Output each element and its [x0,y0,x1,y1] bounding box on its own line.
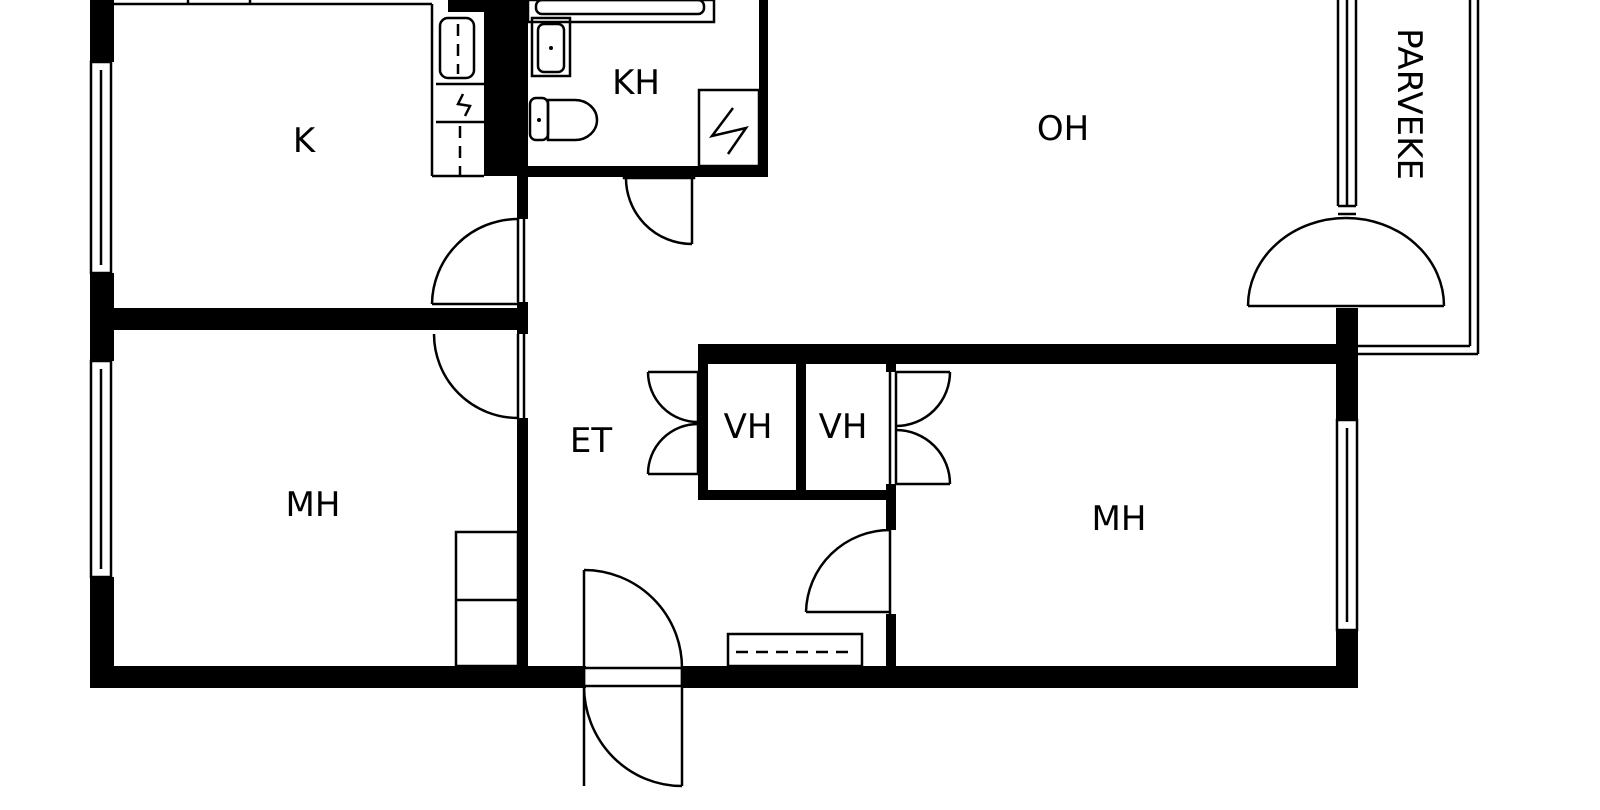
room-label-bedroom-right: MH [1092,499,1147,539]
room-label-balcony: PARVEKE [1389,28,1429,180]
stove-icon [456,93,472,117]
toilet-icon [528,96,599,142]
kitchen-fixtures [114,0,484,178]
doors [430,168,1446,788]
room-label-hall: ET [570,421,612,461]
room-label-closet-2: VH [819,407,868,447]
electrical-panel-icon [697,88,761,168]
room-label-closet-1: VH [724,407,773,447]
interior-walls [114,0,1358,688]
windows [89,0,1359,632]
room-label-bathroom: KH [612,63,660,103]
room-label-living-room: OH [1037,109,1089,149]
bathroom-fixtures [526,0,716,78]
bedroom-wardrobe [454,530,520,668]
balcony-outline [1358,0,1480,356]
hall-shoe-rack [726,632,864,668]
room-label-kitchen: K [293,121,317,161]
room-label-bedroom-left: MH [286,485,341,525]
